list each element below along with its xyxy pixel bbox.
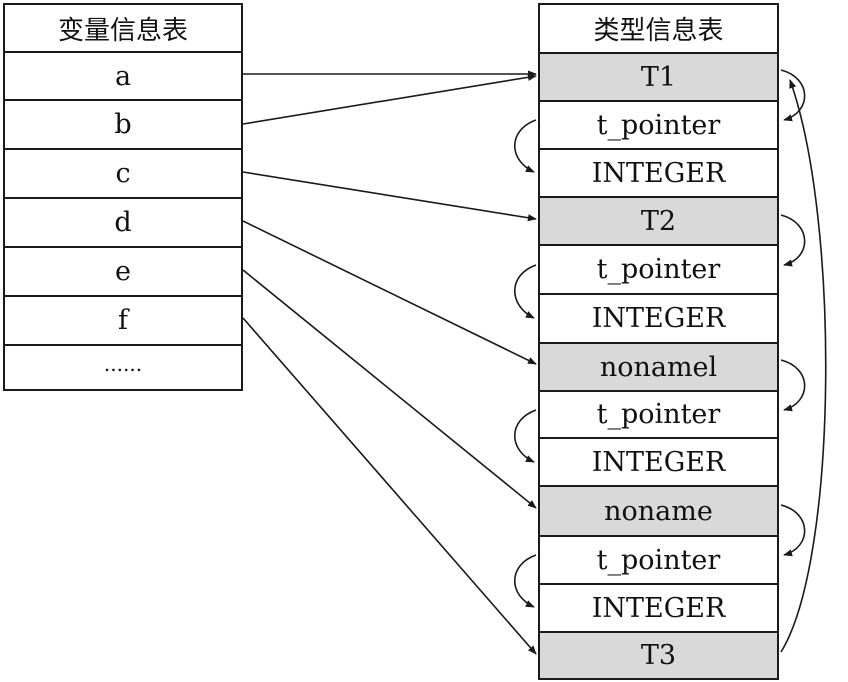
type-row-t2: T2 bbox=[538, 196, 779, 246]
type-row-t-pointer: t_pointer bbox=[538, 100, 779, 150]
variable-table-title: 变量信息表 bbox=[3, 3, 243, 53]
type-row-integer: INTEGER bbox=[538, 148, 779, 198]
curve-noname-to-pointer bbox=[780, 504, 806, 557]
curve-t3-to-t1 bbox=[780, 79, 827, 653]
curve-pointer-to-integer-1 bbox=[513, 119, 537, 173]
curve-pointer-to-integer-4 bbox=[513, 554, 537, 608]
variable-row-ellipsis: ...... bbox=[3, 344, 243, 391]
arrow-b-to-t1 bbox=[242, 73, 537, 125]
curve-nonamel-to-pointer bbox=[780, 359, 806, 412]
curve-t1-to-pointer bbox=[780, 69, 806, 122]
curve-t2-to-pointer bbox=[780, 214, 806, 267]
type-row-integer: INTEGER bbox=[538, 583, 779, 633]
variable-row-d: d bbox=[3, 197, 243, 248]
arrow-c-to-t2 bbox=[242, 171, 537, 222]
arrow-d-to-nonamel bbox=[242, 220, 537, 365]
variable-row-e: e bbox=[3, 246, 243, 297]
arrow-f-to-t3 bbox=[242, 317, 537, 655]
type-row-t3: T3 bbox=[538, 631, 779, 680]
curve-pointer-to-integer-3 bbox=[513, 409, 537, 463]
type-table-title: 类型信息表 bbox=[538, 3, 779, 54]
type-row-integer: INTEGER bbox=[538, 293, 779, 344]
curve-pointer-to-integer-2 bbox=[513, 264, 537, 319]
variable-row-b: b bbox=[3, 99, 243, 150]
arrow-e-to-noname bbox=[242, 269, 537, 509]
